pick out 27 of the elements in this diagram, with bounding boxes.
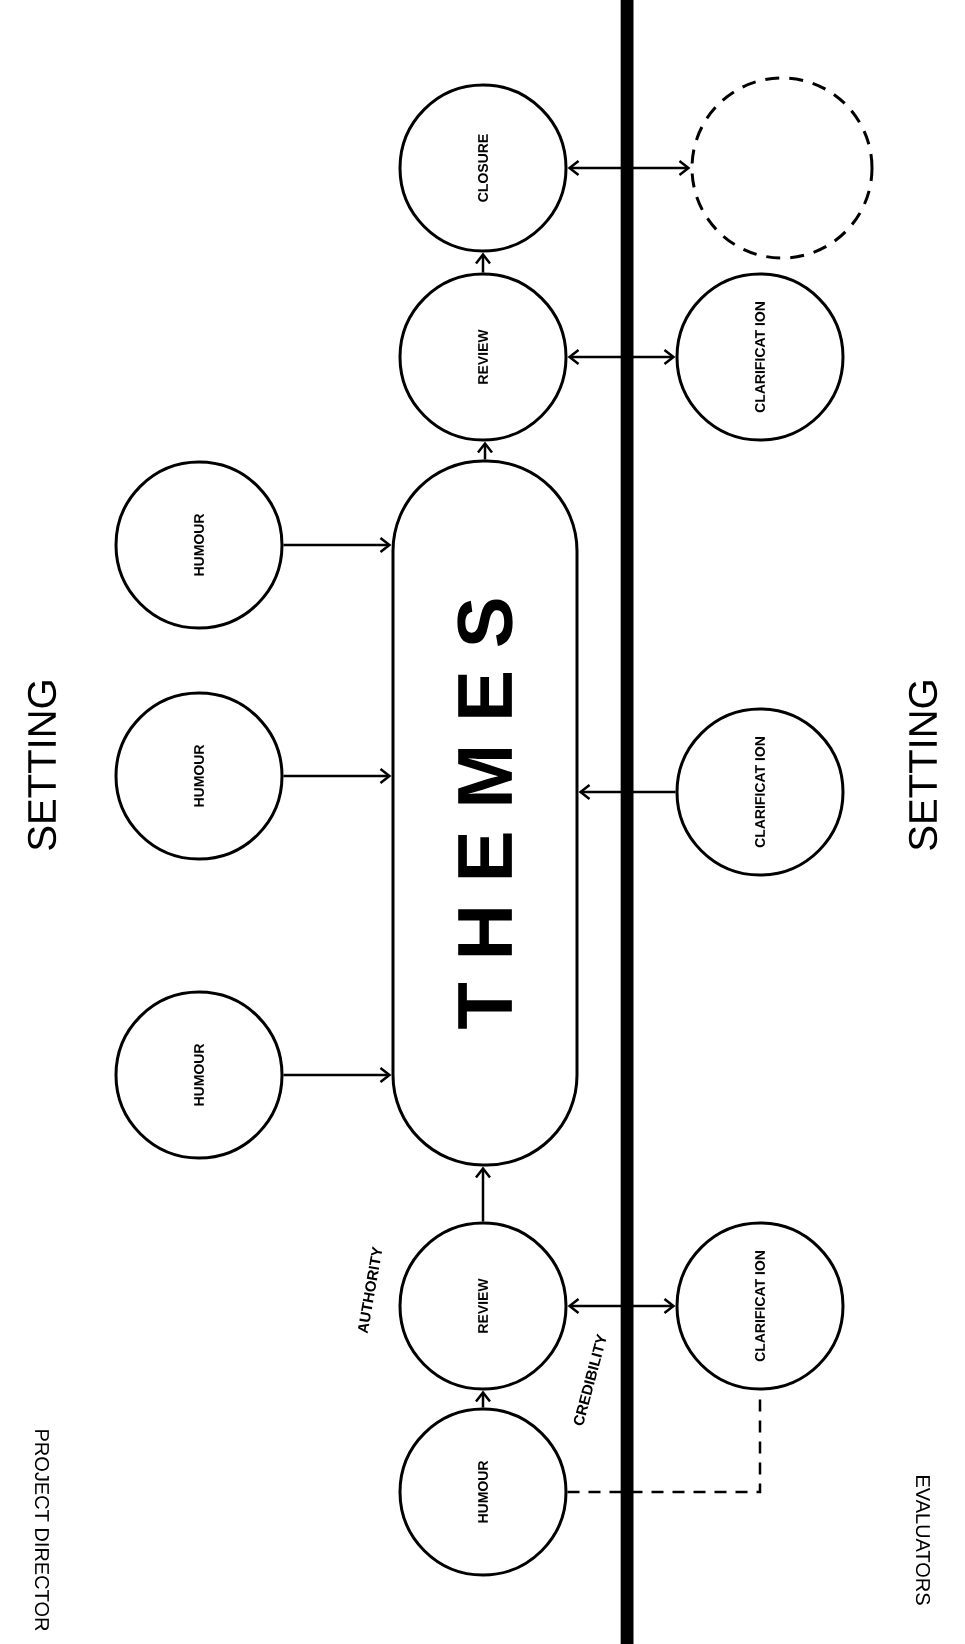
side-heading: PROJECT DIRECTOR <box>34 1430 50 1631</box>
circle-node: CLARIFICAT ION <box>675 707 845 877</box>
circle-node: HUMOUR <box>114 691 284 861</box>
circle-node: REVIEW <box>398 272 568 442</box>
circle-node: REVIEW <box>398 1221 568 1391</box>
arrow <box>567 1298 676 1314</box>
arrow <box>567 160 691 176</box>
arrow <box>567 349 676 365</box>
side-label: AUTHORITY <box>358 1246 382 1334</box>
side-heading: EVALUATORS <box>915 1476 931 1605</box>
circle-node: HUMOUR <box>114 990 284 1160</box>
side-heading: SETTING <box>908 681 938 850</box>
circle-node: CLARIFICAT ION <box>675 1221 845 1391</box>
arrow <box>477 441 493 460</box>
arrow <box>283 537 392 553</box>
stadium-box: T H E M E S <box>391 459 579 1167</box>
circle-node: HUMOUR <box>398 1407 568 1577</box>
arrow <box>283 768 392 784</box>
arrow <box>475 252 491 273</box>
arrow <box>283 1067 392 1083</box>
arrow <box>578 784 676 800</box>
side-heading: SETTING <box>27 681 57 850</box>
arrow <box>475 1166 491 1222</box>
circle-node: CLARIFICAT ION <box>675 272 845 442</box>
dashed-circle <box>690 76 874 260</box>
circle-node: HUMOUR <box>114 460 284 630</box>
circle-node: CLOSURE <box>398 83 568 253</box>
